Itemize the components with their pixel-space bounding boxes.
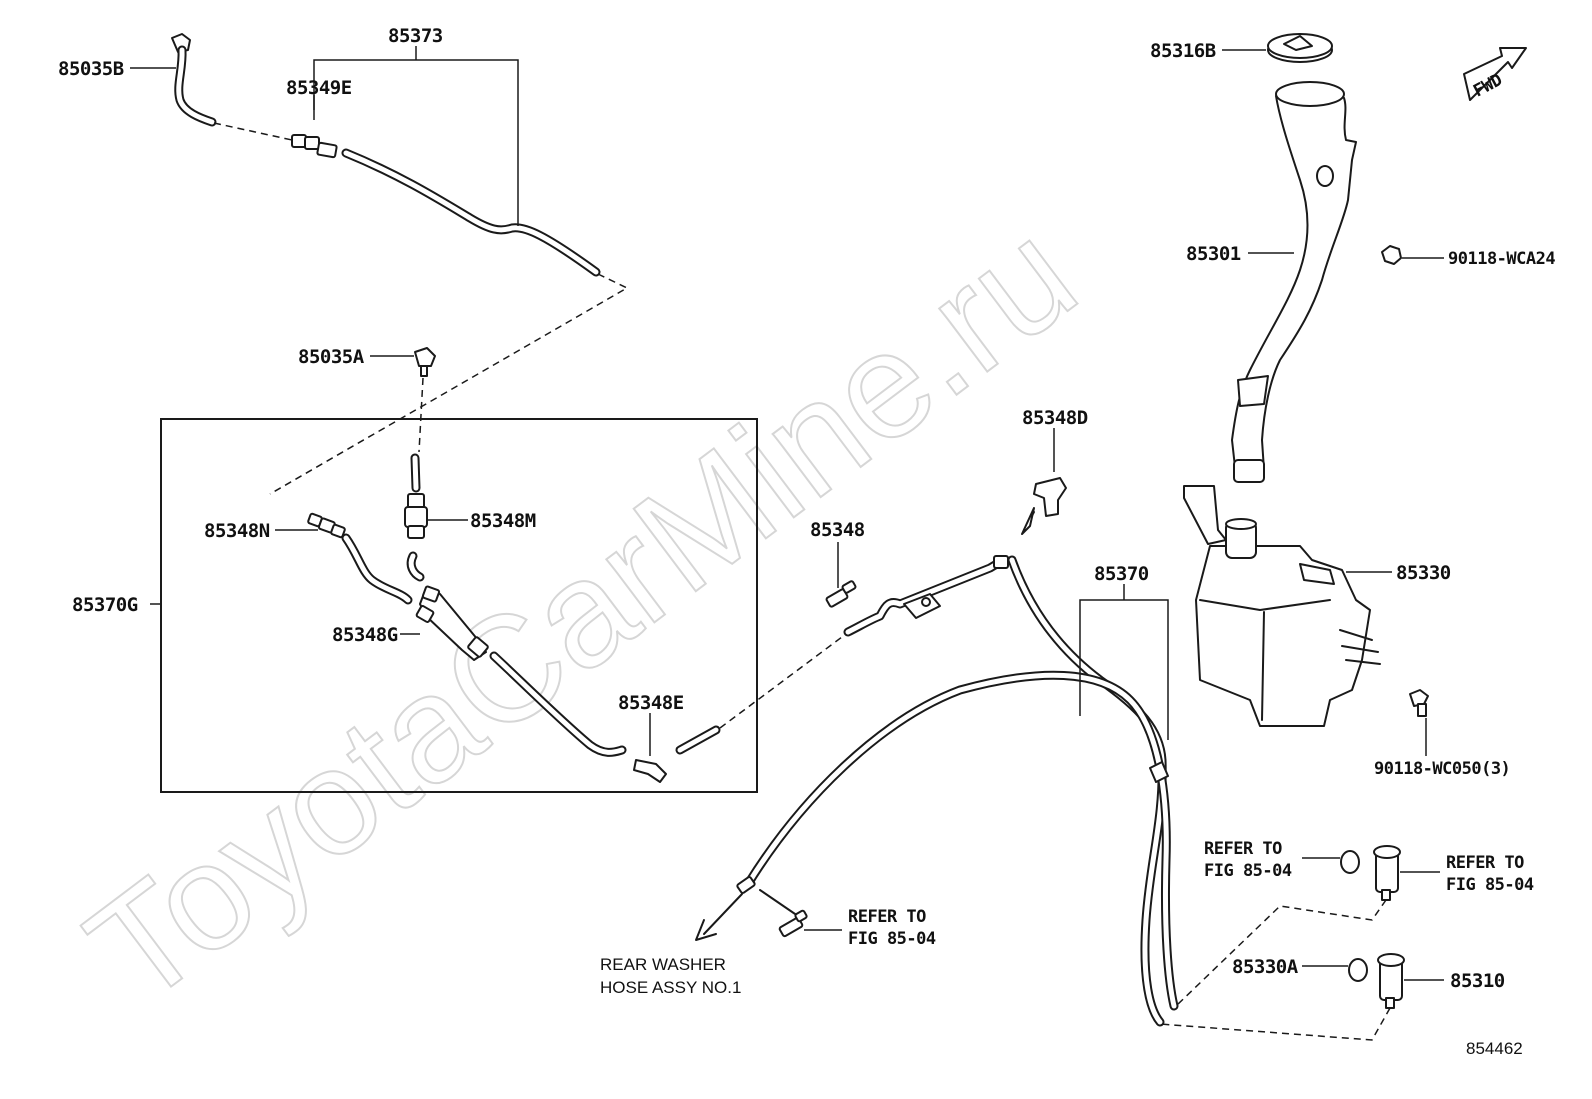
fwd-arrow: FWD (1463, 47, 1527, 102)
rear-washer-note-line2: HOSE ASSY NO.1 (600, 978, 741, 997)
label-85348D: 85348D (1022, 407, 1088, 429)
diagram-id: 854462 (1466, 1039, 1523, 1058)
label-85330A: 85330A (1232, 956, 1299, 978)
hose-mid-bracket (843, 555, 1009, 637)
joint-85348N (307, 512, 346, 539)
assembly-box-85370G (160, 418, 758, 793)
label-85035A: 85035A (298, 346, 365, 368)
hose-85370 (743, 555, 1179, 1027)
label-85348M: 85348M (470, 510, 536, 532)
label-85370: 85370 (1094, 563, 1149, 585)
connector-85348 (825, 580, 857, 608)
nut-90118-WCA24 (1381, 245, 1402, 265)
bolt-90118-WC050 (1409, 689, 1429, 717)
label-85348N: 85348N (204, 520, 270, 542)
joint-85348G (415, 585, 489, 661)
hose-short-right (675, 725, 721, 755)
pump-upper (1373, 845, 1401, 901)
label-90118-WCA24: 90118-WCA24 (1448, 249, 1555, 269)
hose-lower-box (489, 651, 627, 757)
label-85330: 85330 (1396, 562, 1451, 584)
nozzle-85035B (171, 33, 217, 127)
joint-85348M (404, 493, 428, 539)
hose-short-mid (406, 551, 425, 582)
tank-85330 (1183, 485, 1381, 727)
watermark: ToyotaCarMine.ru (58, 189, 1105, 1036)
grommet-upper (1340, 850, 1360, 874)
refer-note-3-line2: FIG 85-04 (1446, 875, 1534, 895)
label-85348E: 85348E (618, 692, 684, 714)
nozzle-85035A (414, 347, 436, 377)
label-85348G: 85348G (332, 624, 398, 646)
label-85349E: 85349E (286, 77, 352, 99)
refer-note-2-line2: FIG 85-04 (1204, 861, 1292, 881)
pump-85310 (1377, 953, 1405, 1009)
rear-connector (736, 876, 756, 894)
connector-refer (778, 909, 808, 938)
hose-85348N (341, 533, 413, 605)
label-90118-WC050: 90118-WC050(3) (1374, 759, 1510, 779)
label-85348: 85348 (810, 519, 865, 541)
grommet-85330A (1348, 958, 1368, 982)
label-85035B: 85035B (58, 58, 124, 80)
refer-note-3-line1: REFER TO (1446, 853, 1524, 873)
refer-note-1-line2: FIG 85-04 (848, 929, 936, 949)
label-85310: 85310 (1450, 970, 1505, 992)
joint-85349E (291, 134, 338, 159)
label-85370G: 85370G (72, 594, 138, 616)
inlet-85301 (1231, 81, 1357, 483)
elbow-85348E (633, 759, 667, 783)
refer-note-1-line1: REFER TO (848, 907, 926, 927)
hose-85373 (341, 148, 601, 277)
rear-washer-note-line1: REAR WASHER (600, 955, 726, 974)
label-85316B: 85316B (1150, 40, 1216, 62)
elbow-85348D (1033, 477, 1067, 517)
refer-note-2-line1: REFER TO (1204, 839, 1282, 859)
cap-85316B (1267, 33, 1333, 63)
label-85373: 85373 (388, 25, 443, 47)
label-85301: 85301 (1186, 243, 1241, 265)
hose-short-top (410, 453, 421, 493)
